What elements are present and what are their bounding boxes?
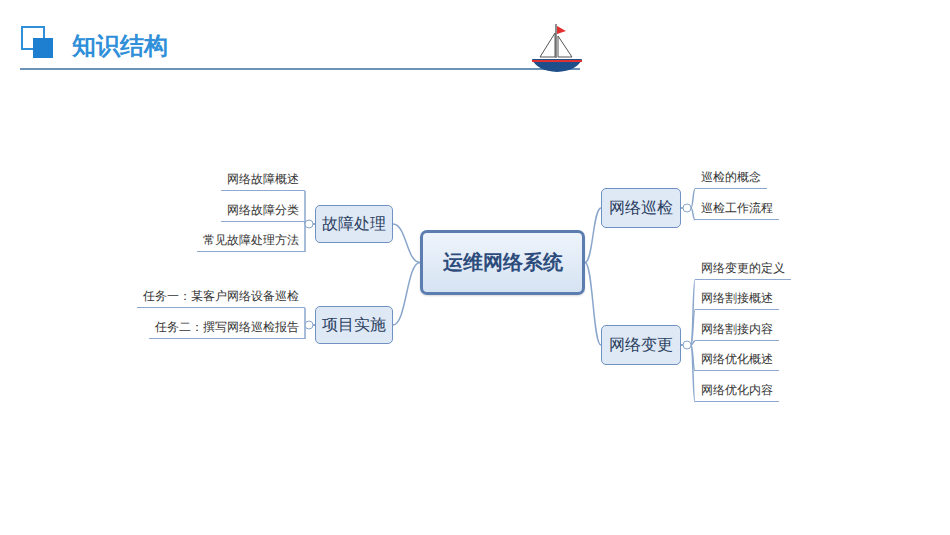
node-label: 网络割接概述 [701, 290, 773, 307]
collapse-marker [683, 341, 691, 349]
node-label: 网络优化内容 [701, 382, 773, 399]
boat-mast [555, 24, 556, 58]
branch-connector [681, 310, 695, 345]
subtopic-item: 网络变更的定义 [695, 258, 791, 280]
subtopic-item: 网络割接内容 [695, 319, 779, 341]
subtopic-item: 网络割接概述 [695, 288, 779, 310]
node-label: 网络优化概述 [701, 351, 773, 368]
subtopic-item: 网络故障分类 [221, 200, 305, 222]
node-label: 巡检的概念 [701, 169, 761, 186]
main-topic-box: 网络变更 [601, 325, 681, 365]
slide-title: 知识结构 [72, 30, 168, 62]
collapse-marker [683, 204, 691, 212]
boat-stripe [532, 60, 582, 62]
subtopic-item: 任务二：撰写网络巡检报告 [149, 317, 305, 339]
header-decor [20, 27, 580, 69]
branch-connector [393, 263, 420, 326]
main-topic-box: 网络巡检 [601, 188, 681, 228]
node-label: 常见故障处理方法 [203, 232, 299, 249]
subtopic-item: 巡检的概念 [695, 167, 767, 189]
collapse-marker [305, 220, 313, 228]
node-label: 网络割接内容 [701, 321, 773, 338]
node-label: 巡检工作流程 [701, 200, 773, 217]
root-topic-box: 运维网络系统 [420, 230, 585, 295]
boat-flag [557, 26, 566, 34]
node-label: 项目实施 [322, 315, 386, 336]
node-label: 故障处理 [322, 214, 386, 235]
node-label: 运维网络系统 [443, 249, 563, 276]
main-topic-box: 项目实施 [315, 306, 393, 344]
branch-connector [585, 263, 601, 346]
branch-connector [393, 224, 420, 263]
branch-connector [681, 345, 695, 402]
branch-connector [585, 208, 601, 263]
branch-connector [681, 280, 695, 345]
subtopic-item: 网络优化概述 [695, 349, 779, 371]
node-label: 网络变更 [609, 335, 673, 356]
node-label: 网络故障概述 [227, 171, 299, 188]
node-label: 网络巡检 [609, 198, 673, 219]
main-topic-box: 故障处理 [315, 205, 393, 243]
header-icon-fill [33, 38, 53, 58]
subtopic-item: 任务一：某客户网络设备巡检 [137, 286, 305, 308]
subtopic-item: 常见故障处理方法 [197, 230, 305, 252]
node-label: 任务一：某客户网络设备巡检 [143, 288, 299, 305]
boat-sail [540, 33, 555, 57]
subtopic-item: 网络优化内容 [695, 380, 779, 402]
subtopic-item: 网络故障概述 [221, 169, 305, 191]
node-label: 网络变更的定义 [701, 260, 785, 277]
boat-sail [558, 36, 572, 57]
collapse-marker [305, 321, 313, 329]
sailboat-illustration [532, 24, 582, 72]
node-label: 任务二：撰写网络巡检报告 [155, 319, 299, 336]
node-label: 网络故障分类 [227, 202, 299, 219]
branch-connector [305, 191, 315, 224]
subtopic-item: 巡检工作流程 [695, 198, 779, 220]
header-rule [20, 68, 580, 70]
boat-hull [532, 59, 582, 72]
